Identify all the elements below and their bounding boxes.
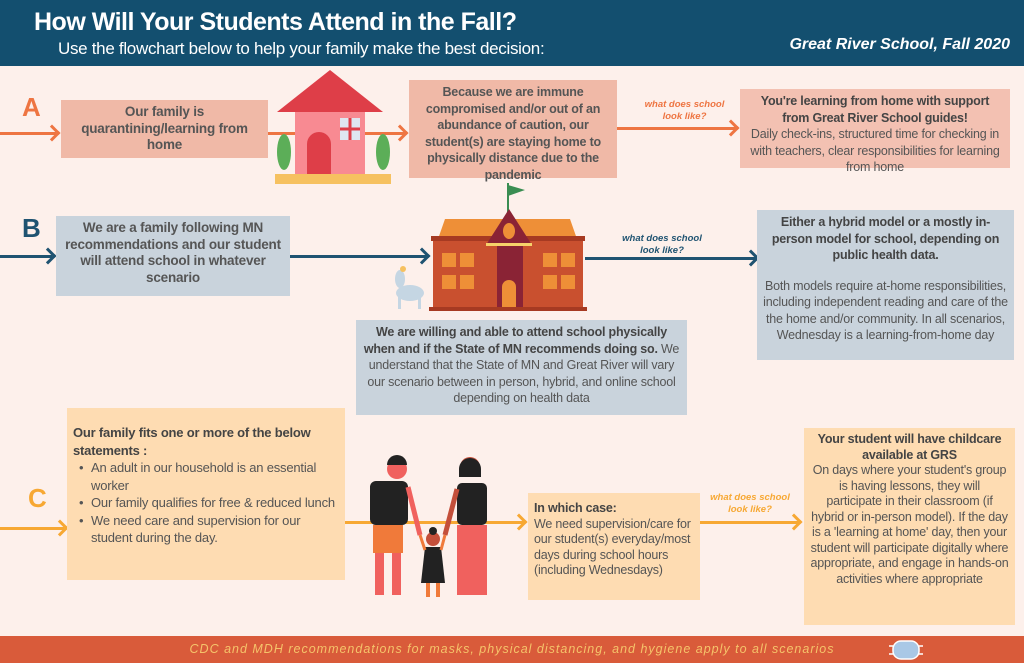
row-c-result-body: On days where your student's group is ha…: [810, 463, 1009, 586]
row-c-letter: C: [28, 483, 47, 513]
row-a-result-title: You're learning from home with support f…: [760, 94, 990, 125]
row-a-arrow-label: what does school look like?: [644, 99, 725, 122]
row-b-willing-body: We understand that the State of MN and G…: [367, 341, 680, 406]
row-b-result-box: Either a hybrid model or a mostly in-per…: [757, 210, 1014, 360]
arrow-head-icon: [510, 513, 528, 531]
row-a-result-box: You're learning from home with support f…: [740, 89, 1010, 174]
row-b-willing-box: We are willing and able to attend school…: [356, 320, 687, 415]
row-b-letter: B: [22, 213, 41, 243]
arrow-head-icon: [43, 124, 61, 142]
arrow-c1: [0, 527, 64, 530]
arrow-a3: [617, 127, 737, 130]
row-b-arrow-label: what does school look like?: [622, 233, 702, 256]
row-a-result-body: Daily check-ins, structured time for che…: [750, 127, 1000, 174]
family-icon: [370, 455, 487, 597]
mask-icon: [889, 640, 923, 660]
row-b-result-body: Both models require at-home responsibili…: [763, 278, 1008, 343]
arrow-c3: [700, 521, 800, 524]
arrow-c2: [345, 521, 525, 524]
page-title: How Will Your Students Attend in the Fal…: [34, 8, 517, 36]
row-b-result-title: Either a hybrid model or a mostly in-per…: [771, 215, 1000, 262]
row-c-statements: An adult in our household is an essentia…: [73, 459, 339, 547]
school-label: Great River School, Fall 2020: [789, 36, 1010, 53]
row-c-start-box: Our family fits one or more of the below…: [67, 408, 345, 580]
row-c-result-title: Your student will have childcare availab…: [817, 432, 1002, 462]
footer-banner: CDC and MDH recommendations for masks, p…: [0, 636, 1024, 663]
statement-item: Our family qualifies for free & reduced …: [73, 494, 339, 512]
arrow-head-icon: [785, 513, 803, 531]
arrow-head-icon: [39, 247, 57, 265]
page-subtitle: Use the flowchart below to help your fam…: [58, 39, 545, 58]
arrow-head-icon: [51, 519, 69, 537]
footer-text: CDC and MDH recommendations for masks, p…: [189, 642, 835, 656]
row-b-willing-bold: We are willing and able to attend school…: [363, 325, 668, 356]
house-icon: [275, 70, 391, 184]
header-banner: How Will Your Students Attend in the Fal…: [0, 0, 1024, 66]
arrow-b1: [0, 255, 52, 258]
row-a-start-box: Our family is quarantining/learning from…: [61, 100, 268, 158]
row-c-result-box: Your student will have childcare availab…: [804, 428, 1015, 625]
row-c-case-body: We need supervision/care for our student…: [534, 516, 691, 578]
arrow-a1: [0, 132, 56, 135]
row-a-letter: A: [22, 92, 41, 122]
statement-item: An adult in our household is an essentia…: [73, 459, 339, 494]
arrow-b2: [290, 255, 428, 258]
row-c-case-title: In which case:: [534, 501, 617, 515]
row-c-case-box: In which case: We need supervision/care …: [528, 493, 700, 600]
row-c-arrow-label: what does school look like?: [710, 492, 790, 515]
statement-item: We need care and supervision for our stu…: [73, 512, 339, 547]
arrow-b3: [585, 257, 757, 260]
row-a-reason-box: Because we are immune compromised and/or…: [409, 80, 617, 182]
row-c-start-title: Our family fits one or more of the below…: [73, 425, 311, 458]
row-b-start-box: We are a family following MN recommendat…: [56, 216, 290, 296]
school-building-icon: [395, 183, 587, 311]
